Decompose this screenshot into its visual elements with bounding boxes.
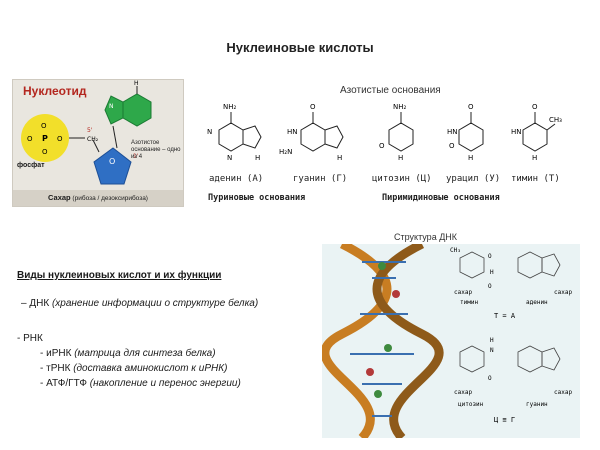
adenine-ring6 xyxy=(218,122,244,152)
uracil-hn: HN xyxy=(447,128,458,136)
uracil-o2: O xyxy=(449,142,455,150)
label-1prime: 1' xyxy=(133,153,139,160)
atom-o-left: O xyxy=(27,135,33,143)
irnk-note: (матрица для синтеза белка) xyxy=(74,348,216,359)
adenine-nh2: NH₂ xyxy=(223,103,237,111)
guanine-ring6 xyxy=(300,122,326,152)
base-name-thymine: тимин (Т) xyxy=(511,174,560,184)
pair1-left-name: тимин xyxy=(460,299,478,306)
phosphate-circle xyxy=(21,114,69,162)
adenine-ring5 xyxy=(242,125,262,149)
uracil-ring xyxy=(458,122,484,152)
dna-o1: O xyxy=(488,253,492,260)
phosphate-label: фосфат xyxy=(17,162,45,169)
atom-n-base: N xyxy=(109,103,114,110)
cytosine-nh2: NH₂ xyxy=(393,103,407,111)
atom-h-top: H xyxy=(134,80,139,87)
pair2-formula: Ц ≡ Г xyxy=(494,416,515,424)
dna-ch3: CH₃ xyxy=(450,247,461,254)
atom-o-bottom: O xyxy=(42,148,48,156)
dna-h1: H xyxy=(490,269,494,276)
adenine-n3: N xyxy=(227,154,232,162)
atf-prefix: - АТФ/ГТФ xyxy=(40,378,90,389)
dna-o3: O xyxy=(488,375,492,382)
base-pentagon xyxy=(104,95,124,125)
pyrimidines-label: Пиримидиновые основания xyxy=(382,193,500,203)
dna-panel: CH₃ O H O сахар сахар тимин аденин T = A… xyxy=(320,239,580,442)
irnk-prefix: - иРНК xyxy=(40,348,75,359)
pair2-right-name: гуанин xyxy=(526,401,548,408)
label-5prime: 5' xyxy=(87,127,93,134)
bases-structures: NH₂ N N H O HN H₂N H NH₂ O H O HN O H O … xyxy=(207,103,562,162)
kinds-atf: - АТФ/ГТФ (накопление и перенос энергии) xyxy=(40,378,241,389)
cytosine-h: H xyxy=(398,154,403,162)
kinds-title: Виды нуклеиновых кислот и их функции xyxy=(17,270,222,281)
thymine-h: H xyxy=(532,154,537,162)
sugar-caption-bold: Сахар xyxy=(48,193,71,202)
helix-strand-b xyxy=(372,239,444,442)
base-name-adenine: аденин (А) xyxy=(209,174,264,184)
trnk-prefix: - тРНК xyxy=(40,363,74,374)
dna-h2: H xyxy=(490,337,494,344)
atom-p: P xyxy=(42,134,48,143)
adenine-n1: N xyxy=(207,128,212,136)
dna-o2: O xyxy=(488,283,492,290)
base-caption: Азотистое основание – одно из 4 xyxy=(131,140,181,160)
slide-title: Нуклеиновые кислоты xyxy=(226,40,374,55)
bases-heading: Азотистые основания xyxy=(340,85,441,96)
pair2-sugar-right: сахар xyxy=(554,389,572,396)
sugar-caption-rest: (рибоза / дезоксирибоза) xyxy=(70,195,148,202)
thymine-hn: HN xyxy=(511,128,522,136)
guanine-hn: HN xyxy=(287,128,298,136)
thymine-o: O xyxy=(532,103,538,111)
guanine-ring5 xyxy=(324,125,344,149)
pair1-right-name: аденин xyxy=(526,299,548,306)
base-name-guanine: гуанин (Г) xyxy=(293,174,348,184)
base-name-uracil: урацил (У) xyxy=(446,174,501,184)
atom-ch2: CH₂ xyxy=(87,136,99,143)
kinds-rnk: - РНК xyxy=(17,333,43,344)
cytosine-ring xyxy=(388,122,414,152)
dnk-prefix: – ДНК xyxy=(21,298,52,309)
dna-label: Структура ДНК xyxy=(394,232,458,242)
cytosine-ring-dna xyxy=(459,345,485,373)
guanine-ring-dna xyxy=(517,345,543,373)
nucleotide-title: Нуклеотид xyxy=(23,84,87,98)
base-name-cytosine: цитозин (Ц) xyxy=(372,174,432,184)
atom-o-top: O xyxy=(41,122,47,130)
dnk-note: (хранение информации о структуре белка) xyxy=(51,298,259,309)
sugar-pentagon xyxy=(93,147,132,185)
pair1-formula: T = A xyxy=(494,312,516,320)
atf-note: (накопление и перенос энергии) xyxy=(89,378,241,389)
pair1-sugar-right: сахар xyxy=(554,289,572,296)
dna-diagram: CH₃ O H O сахар сахар тимин аденин T = A… xyxy=(320,239,572,442)
kinds-trnk: - тРНК (доставка аминокислот к иРНК) xyxy=(40,363,227,374)
pair2-left-name: цитозин xyxy=(458,401,484,408)
guanine-o: O xyxy=(310,103,316,111)
adenine-nh: H xyxy=(255,154,260,162)
pair2-sugar-left: сахар xyxy=(454,389,472,396)
thymine-ring-dna xyxy=(459,251,485,279)
thymine-ring xyxy=(522,122,548,152)
dna-n1: N xyxy=(490,347,494,354)
sugar-caption: Сахар (рибоза / дезоксирибоза) xyxy=(13,190,183,206)
purines-label: Пуриновые основания xyxy=(208,193,306,203)
adenine-ring-dna xyxy=(517,251,543,279)
pair1-sugar-left: сахар xyxy=(454,289,472,296)
kinds-dnk: – ДНК (хранение информации о структуре б… xyxy=(21,298,258,309)
nucleotide-panel: O O P O O O CH₂ 5' 1' H N Нуклеотид фосф… xyxy=(12,79,184,207)
guanine-h2n: H₂N xyxy=(279,148,292,156)
trnk-note: (доставка аминокислот к иРНК) xyxy=(73,363,228,374)
nucleotide-diagram: O O P O O O CH₂ 5' 1' H N xyxy=(21,80,152,185)
thymine-ch3: CH₃ xyxy=(549,116,562,124)
atom-o-right: O xyxy=(57,135,63,143)
uracil-h: H xyxy=(468,154,473,162)
sugar-ring-o: O xyxy=(109,157,115,166)
guanine-h: H xyxy=(337,154,342,162)
cytosine-o: O xyxy=(379,142,385,150)
uracil-o: O xyxy=(468,103,474,111)
base-hexagon xyxy=(122,93,152,127)
kinds-irnk: - иРНК (матрица для синтеза белка) xyxy=(40,348,216,359)
